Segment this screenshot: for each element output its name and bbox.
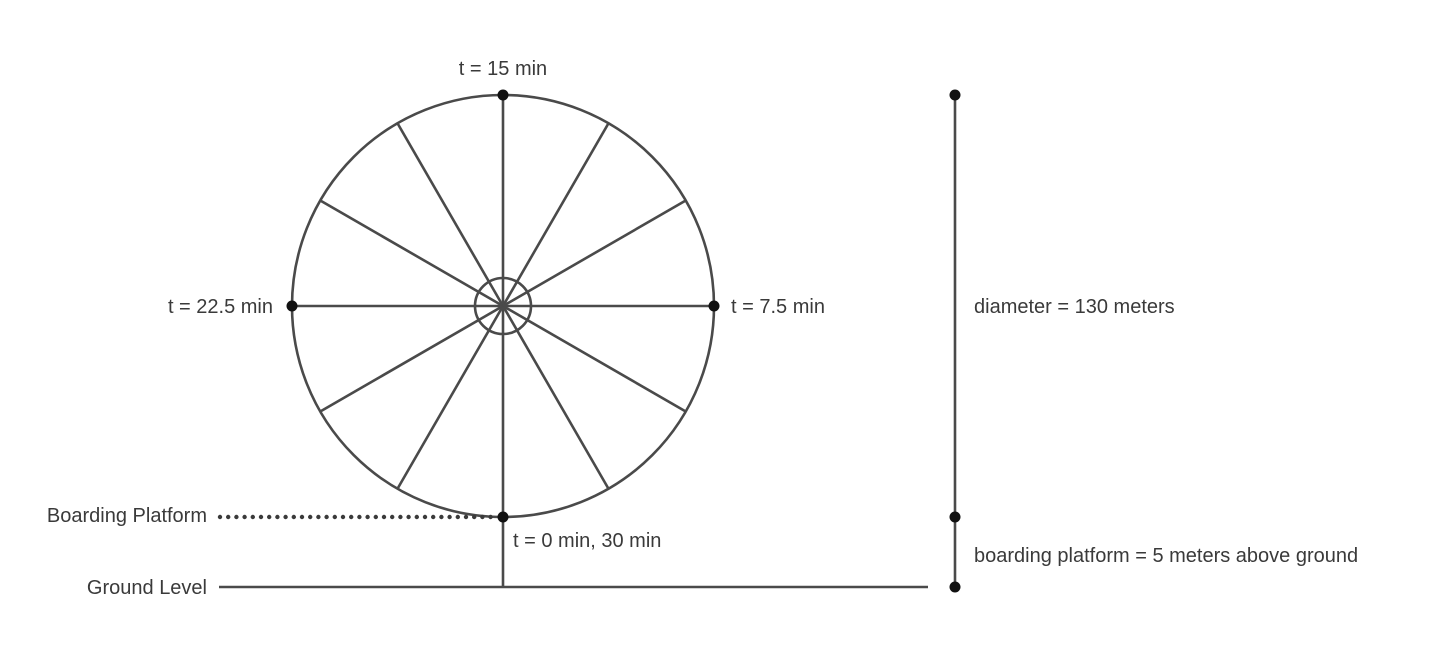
platform-dot <box>439 514 444 520</box>
platform-dot <box>349 514 354 520</box>
measure-point-ground <box>949 581 961 593</box>
platform-dot <box>488 514 493 520</box>
platform-dot <box>275 514 280 520</box>
measure-point-top <box>949 89 961 101</box>
wheel-spokes <box>292 95 714 517</box>
label-t15: t = 15 min <box>459 58 547 80</box>
point-bottom <box>497 511 509 523</box>
wheel-spoke <box>396 122 505 307</box>
point-top <box>497 89 509 101</box>
platform-dot <box>316 514 321 520</box>
platform-dot <box>480 514 485 520</box>
wheel-spoke <box>396 305 505 490</box>
platform-dot <box>340 514 346 520</box>
platform-dot <box>390 514 395 520</box>
wheel-spoke <box>319 304 504 413</box>
platform-dot <box>414 514 419 520</box>
platform-dot <box>472 514 477 520</box>
platform-dot <box>398 514 403 520</box>
platform-dot <box>455 514 460 520</box>
platform-dot <box>308 514 313 520</box>
label-t22-5: t = 22.5 min <box>168 296 273 318</box>
label-boarding-platform: Boarding Platform <box>47 505 207 527</box>
platform-dot <box>250 514 255 520</box>
platform-dot <box>217 514 223 520</box>
point-right <box>708 300 720 312</box>
wheel-spoke <box>502 304 687 413</box>
label-platform-height: boarding platform = 5 meters above groun… <box>974 545 1358 567</box>
wheel-hub <box>473 276 533 336</box>
platform-dot <box>258 514 264 520</box>
platform-dot <box>332 514 337 520</box>
platform-dot <box>463 514 469 520</box>
label-t7-5: t = 7.5 min <box>731 296 825 318</box>
platform-dot <box>406 514 411 520</box>
platform-dot <box>373 514 378 520</box>
platform-dot <box>431 514 436 520</box>
wheel-spoke <box>319 199 504 308</box>
wheel-spoke <box>501 305 610 490</box>
platform-dot <box>381 514 387 520</box>
platform-dot <box>234 514 239 520</box>
platform-dot <box>299 514 305 520</box>
label-ground-level: Ground Level <box>87 577 207 599</box>
platform-dot <box>324 514 329 520</box>
label-t0: t = 0 min, 30 min <box>513 530 661 552</box>
platform-dot <box>242 514 247 520</box>
platform-dot <box>422 514 428 520</box>
platform-dot <box>267 514 272 520</box>
wheel-spoke <box>502 199 687 308</box>
platform-dot <box>226 514 231 520</box>
measure-point-platform <box>949 511 961 523</box>
point-left <box>286 300 298 312</box>
wheel-spoke <box>501 122 610 307</box>
platform-dot <box>447 514 452 520</box>
boarding-platform-dotted-line <box>217 514 493 520</box>
platform-dot <box>357 514 362 520</box>
label-diameter: diameter = 130 meters <box>974 296 1175 318</box>
platform-dot <box>283 514 288 520</box>
platform-dot <box>291 514 296 520</box>
platform-dot <box>365 514 370 520</box>
